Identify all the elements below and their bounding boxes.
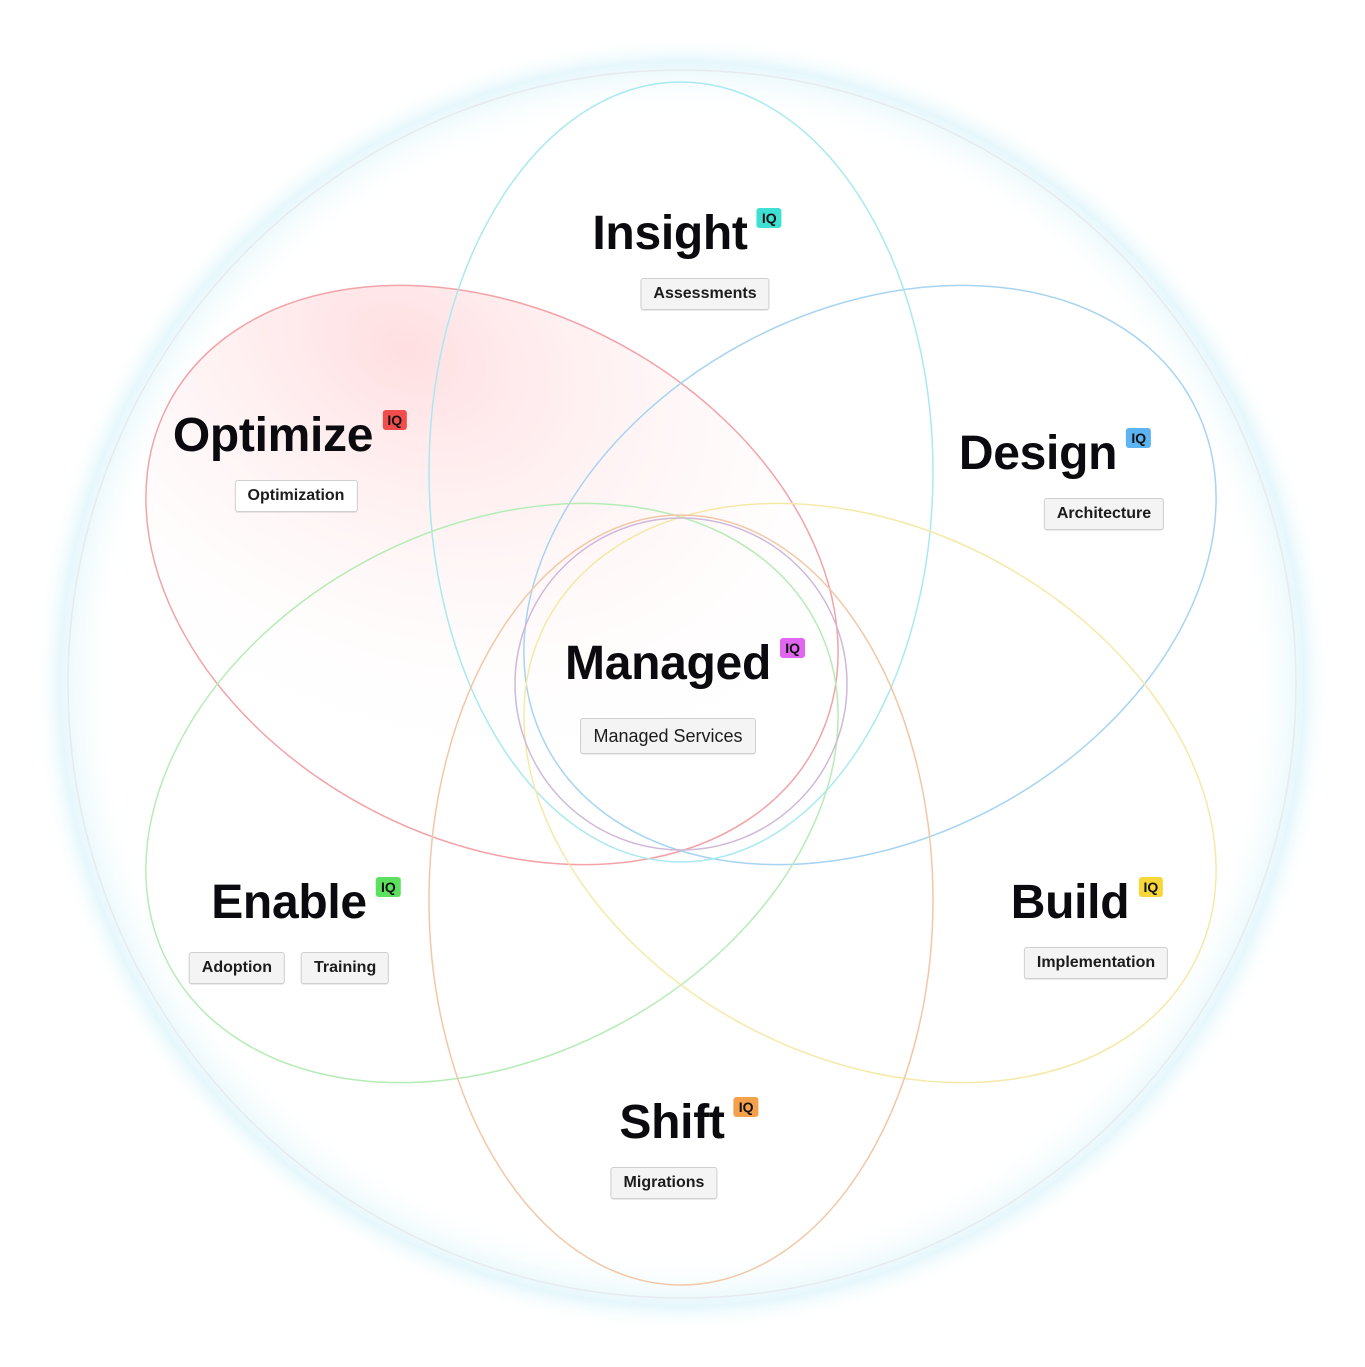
optimize-tag-optimization: Optimization	[234, 480, 358, 512]
design-tag-architecture: Architecture	[1043, 498, 1165, 530]
build-tag-implementation: Implementation	[1023, 947, 1169, 979]
managed-title: Managed	[565, 637, 771, 690]
shift-title: Shift	[619, 1096, 725, 1149]
enable-tag-adoption: Adoption	[188, 952, 285, 984]
enable-node: Enable IQ Adoption Training	[188, 876, 401, 984]
optimize-title: Optimize	[172, 409, 374, 462]
design-iq-badge: IQ	[1126, 428, 1152, 448]
optimize-node: Optimize IQ Optimization	[172, 409, 408, 512]
shift-iq-badge: IQ	[733, 1097, 759, 1117]
insight-iq-badge: IQ	[756, 208, 782, 228]
shift-node: Shift IQ Migrations	[610, 1096, 759, 1199]
managed-tag-managed-services: Managed Services	[580, 718, 756, 754]
insight-tag-assessments: Assessments	[640, 278, 770, 310]
enable-ring	[145, 502, 839, 1084]
managed-ring	[514, 517, 848, 851]
enable-iq-badge: IQ	[376, 877, 401, 897]
enable-title: Enable	[211, 876, 367, 929]
build-node: Build IQ Implementation	[972, 876, 1169, 979]
outer-ring	[67, 69, 1297, 1299]
insight-node: Insight IQ Assessments	[570, 207, 782, 310]
enable-tag-training: Training	[300, 952, 390, 984]
shift-ring	[428, 514, 934, 1286]
insight-title: Insight	[592, 207, 748, 260]
design-node: Design IQ Architecture	[912, 427, 1165, 530]
build-ring	[523, 502, 1217, 1084]
design-ring	[523, 284, 1217, 866]
design-title: Design	[958, 427, 1118, 480]
build-iq-badge: IQ	[1138, 877, 1164, 897]
build-title: Build	[1010, 876, 1130, 929]
optimize-iq-badge: IQ	[382, 410, 408, 430]
insight-ring	[428, 81, 934, 863]
managed-node: Managed IQ Managed Services	[565, 637, 805, 754]
shift-tag-migrations: Migrations	[610, 1167, 718, 1199]
managed-iq-badge: IQ	[780, 638, 805, 658]
